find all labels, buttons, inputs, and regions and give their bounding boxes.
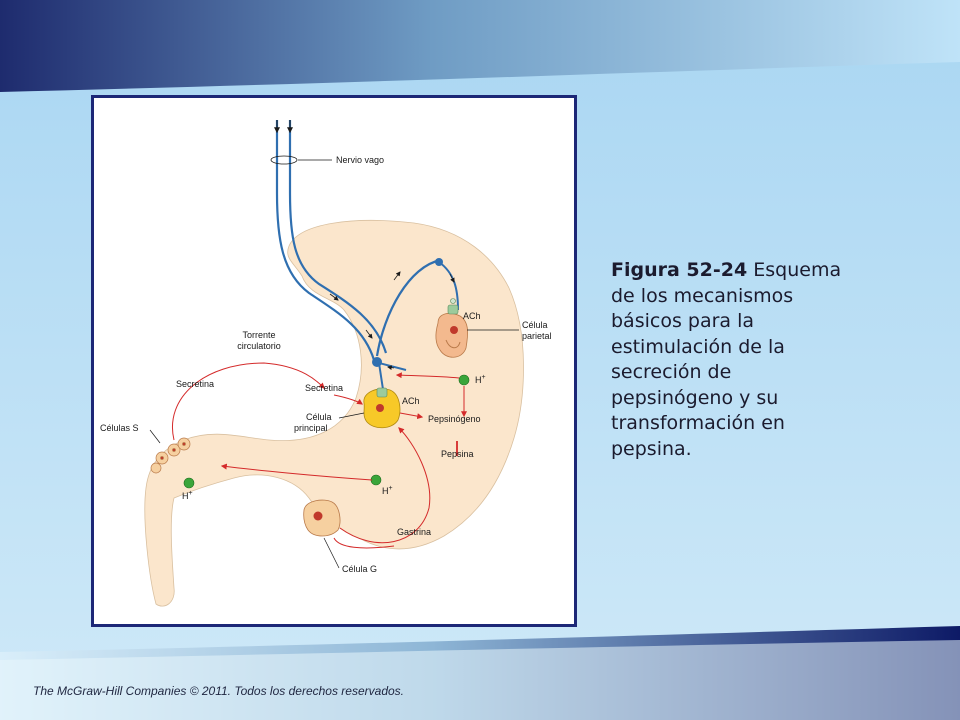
leader-celulas-s bbox=[149, 429, 161, 444]
vagus-ring bbox=[270, 155, 298, 165]
label-pepsina: Pepsina bbox=[441, 449, 474, 459]
h-ion-stomach bbox=[370, 474, 382, 486]
arrow-secretina-to-chief bbox=[333, 394, 363, 405]
label-torrente-1: Torrente bbox=[242, 330, 275, 340]
label-celula-principal-2: principal bbox=[294, 423, 328, 433]
nerve-dir-arrow-5 bbox=[387, 365, 395, 370]
leader-celula-principal bbox=[338, 412, 365, 419]
arrow-secretina-blood bbox=[172, 362, 325, 441]
figure-frame: Nervio vago Torrente circulatorio Secret… bbox=[91, 95, 577, 627]
caption-text: Esquema de los mecanismos básicos para l… bbox=[611, 259, 842, 460]
figure-caption: Figura 52-24 Esquema de los mecanismos b… bbox=[611, 258, 849, 462]
arrow-parietal-to-chief bbox=[395, 372, 460, 379]
label-secretina-right: Secretina bbox=[305, 383, 343, 393]
arrow-h-to-duodenum bbox=[220, 463, 373, 481]
nerve-dir-arrow-3 bbox=[393, 271, 401, 281]
h-ion-duodenum bbox=[183, 477, 195, 489]
vagus-nerve bbox=[275, 120, 442, 361]
label-torrente-2: circulatorio bbox=[237, 341, 281, 351]
arrow-gastrin-to-g-cell bbox=[333, 537, 395, 549]
label-secretina-left: Secretina bbox=[176, 379, 214, 389]
label-h-plus-stomach: H+ bbox=[382, 485, 393, 496]
caption-title: Figura 52-24 bbox=[611, 259, 748, 281]
nerve-dir-arrow-1 bbox=[329, 293, 339, 301]
nerve-dir-arrow-2 bbox=[365, 329, 373, 339]
label-celula-principal-1: Célula bbox=[306, 412, 332, 422]
label-celula-parietal-2: parietal bbox=[522, 331, 552, 341]
label-nervio-vago: Nervio vago bbox=[336, 155, 384, 165]
h-ion-parietal bbox=[458, 374, 470, 386]
chief-cell bbox=[363, 387, 401, 429]
arrow-gastrin-loop bbox=[339, 427, 431, 544]
label-gastrina: Gastrina bbox=[397, 527, 431, 537]
label-h-plus-parietal: H+ bbox=[475, 374, 486, 385]
label-pepsinogeno: Pepsinógeno bbox=[428, 414, 481, 424]
label-celulas-s: Células S bbox=[100, 423, 139, 433]
label-h-plus-duodenum: H+ bbox=[182, 490, 193, 501]
arrow-chief-to-pepsinogen bbox=[399, 412, 424, 420]
label-celula-g: Célula G bbox=[342, 564, 377, 574]
copyright-footer: The McGraw-Hill Companies © 2011. Todos … bbox=[33, 684, 405, 698]
parietal-cell bbox=[435, 298, 469, 358]
stomach-diagram: Nervio vago Torrente circulatorio Secret… bbox=[100, 120, 552, 607]
label-celula-parietal-1: Célula bbox=[522, 320, 548, 330]
label-ach-bottom: ACh bbox=[402, 396, 420, 406]
synapse-node-mid bbox=[372, 357, 382, 367]
nerve-dir-arrow-4 bbox=[449, 273, 455, 283]
g-cell bbox=[303, 499, 341, 537]
s-cells bbox=[150, 437, 191, 474]
leader-celula-g bbox=[323, 537, 340, 569]
label-ach-top: ACh bbox=[463, 311, 481, 321]
